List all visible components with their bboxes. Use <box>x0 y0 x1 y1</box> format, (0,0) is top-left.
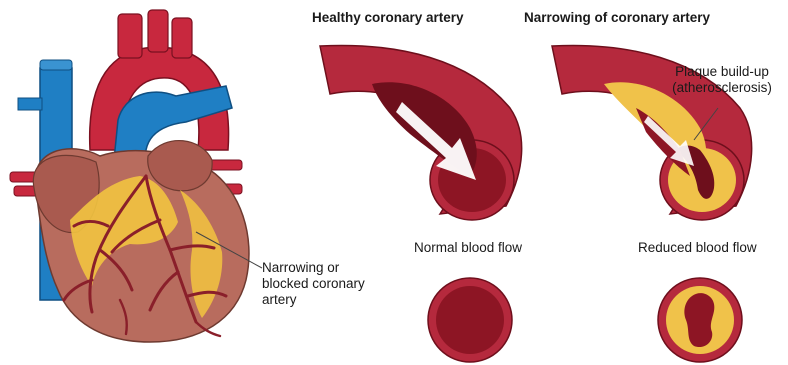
heart-callout-line-3: artery <box>262 292 382 308</box>
normal-cross-section <box>428 278 512 362</box>
plaque-label: Plaque build-up (atherosclerosis) <box>660 64 784 96</box>
plaque-label-line-2: (atherosclerosis) <box>660 80 784 96</box>
heading-healthy: Healthy coronary artery <box>312 10 464 25</box>
reduced-flow-label: Reduced blood flow <box>638 240 757 255</box>
healthy-artery <box>320 45 522 220</box>
normal-flow-label: Normal blood flow <box>414 240 522 255</box>
heart-callout-label: Narrowing or blocked coronary artery <box>262 260 382 308</box>
plaque-label-line-1: Plaque build-up <box>660 64 784 80</box>
heart-callout-line-2: blocked coronary <box>262 276 382 292</box>
heading-narrowing: Narrowing of coronary artery <box>524 10 710 25</box>
reduced-cross-section <box>658 278 742 362</box>
heart-callout-line-1: Narrowing or <box>262 260 382 276</box>
